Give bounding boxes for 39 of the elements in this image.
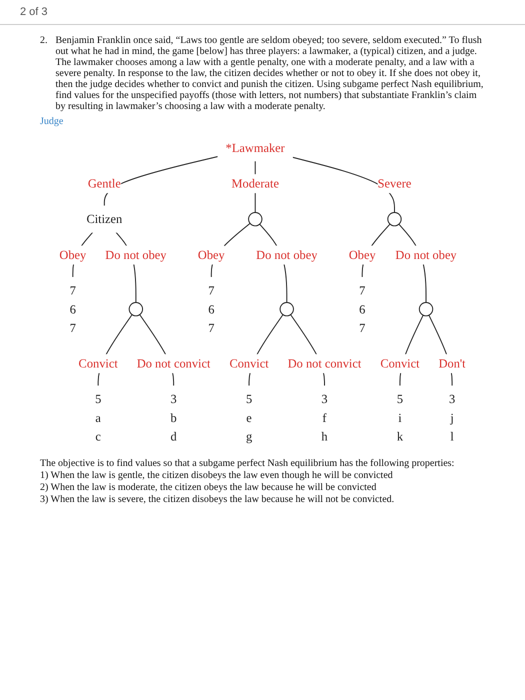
node-text: *Lawmaker (226, 140, 285, 155)
node-text: 3 b d (170, 392, 177, 444)
node-text: 7 6 7 (208, 283, 214, 335)
list-item: 1) When the law is gentle, the citizen disobeys the law even though he will be convicted (40, 470, 394, 481)
node-text: 3 j l (449, 392, 456, 444)
page-counter: 2 of 3 (0, 6, 525, 25)
node-text: 7 6 7 (70, 283, 76, 335)
node-text: Citizen (86, 212, 122, 226)
node-text: 3 f h (321, 392, 328, 444)
list-item: 2) When the law is moderate, the citizen obeys the law because he will be convicted (40, 482, 378, 493)
node-text: 5 e g (246, 392, 252, 444)
node-circle (387, 212, 402, 226)
edge-label: Do not convict (288, 356, 362, 370)
edge-label: Convict (229, 356, 269, 370)
player-label: Judge (40, 116, 64, 127)
edge-label: Convict (78, 356, 118, 370)
node-text: 5 i k (396, 392, 404, 444)
node-circle (248, 212, 262, 226)
edge-label: Convict (380, 356, 420, 370)
edge-label: Do not obey (256, 247, 318, 262)
node-circle (418, 302, 434, 316)
edge-label: Don't (438, 356, 466, 370)
edge-label: Do not convict (136, 356, 210, 370)
edge-label: Do not obey (395, 247, 457, 262)
edge-label: Obey (198, 247, 225, 262)
list-item: 3) When the law is severe, the citizen disobeys the law because he will not be convicted. (40, 494, 396, 505)
node-circle (280, 302, 294, 316)
node-circle (128, 302, 144, 316)
question-number: 2. (40, 35, 48, 48)
edge-label: Do not obey (105, 247, 166, 262)
edge-label: Moderate (232, 176, 279, 190)
edge-label: Obey (348, 247, 376, 262)
node-text: 7 6 7 (359, 283, 366, 335)
edge-label: Obey (59, 247, 86, 262)
instruction-text: The objective is to find values so that a subgame perfect Nash equilibrium has the following properties: (40, 458, 456, 469)
node-text: 5 a c (95, 392, 102, 444)
edge-label: Severe (378, 176, 412, 190)
edge-label: Gentle (88, 176, 121, 190)
question-text: Benjamin Franklin once said, “Laws too gentle are seldom obeyed; too severe, seldom executed.” To flush out what he had in mind, the game [below] has three players: a lawmaker, a (typical) citizen, and a judge. The lawmaker chooses among a law with a gentle penalty, one with a moderate penalty, and a law with a severe penalty. In response to the law, the citizen decides whether or not to obey it. If she does not obey it, then the judge decides whether to convict and punish the citizen. Using subgame perfect Nash equilibrium, find values for the unspecified payoffs (those with letters, not numbers) that substantiate Franklin’s claim by resulting in lawmaker’s choosing a law with a moderate penalty. (56, 35, 484, 112)
